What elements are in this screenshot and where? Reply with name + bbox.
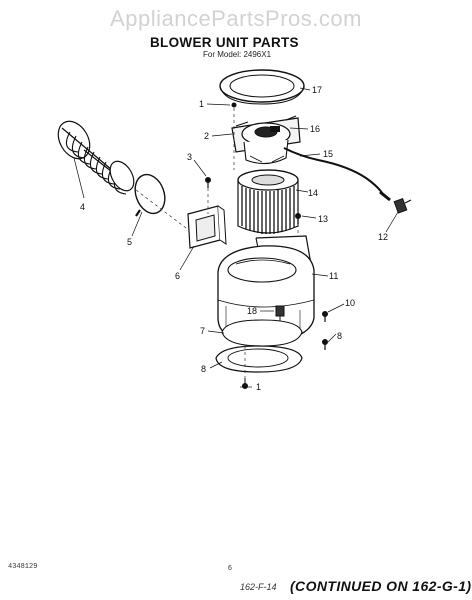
callout-2: 2 (204, 131, 209, 141)
leader-lines (73, 87, 399, 388)
callout-12: 12 (378, 232, 388, 242)
part-duct-adapter (187, 205, 227, 249)
callout-1-bottom: 1 (256, 382, 261, 392)
page-reference: 162-F-14 (240, 582, 277, 592)
model-subtitle: For Model: 2496X1 (203, 50, 272, 59)
continued-note: (CONTINUED ON 162-G-1) (290, 578, 472, 594)
part-gasket-ring (219, 69, 305, 105)
callout-11: 11 (329, 271, 338, 281)
callout-6: 6 (175, 271, 180, 281)
callout-1-top: 1 (199, 99, 204, 109)
callout-18: 18 (247, 306, 257, 316)
callout-15: 15 (323, 149, 333, 159)
callout-4: 4 (80, 202, 85, 212)
part-hose-clamp (134, 173, 166, 217)
callout-16: 16 (310, 124, 320, 134)
callout-14: 14 (308, 188, 318, 198)
callout-8-right: 8 (337, 331, 342, 341)
callout-10: 10 (345, 298, 355, 308)
callout-3: 3 (187, 152, 192, 162)
part-blower-motor (231, 115, 301, 165)
page-title: BLOWER UNIT PARTS (150, 35, 299, 50)
part-exhaust-duct (57, 120, 135, 195)
part-blower-housing (217, 235, 315, 343)
part-bottom-plate (215, 319, 303, 373)
part-connector (393, 198, 412, 214)
callout-17: 17 (312, 85, 322, 95)
document-number: 4348129 (8, 563, 38, 571)
part-blower-wheel (237, 169, 299, 234)
callout-13: 13 (318, 214, 328, 224)
callout-5: 5 (127, 237, 132, 247)
part-screws (205, 102, 328, 389)
page-number: 6 (228, 565, 232, 572)
alignment-lines (135, 108, 299, 382)
part-power-cord (283, 147, 391, 202)
watermark: AppliancePartsPros.com (110, 6, 362, 31)
callout-8-left: 8 (201, 364, 206, 374)
callout-7: 7 (200, 326, 205, 336)
